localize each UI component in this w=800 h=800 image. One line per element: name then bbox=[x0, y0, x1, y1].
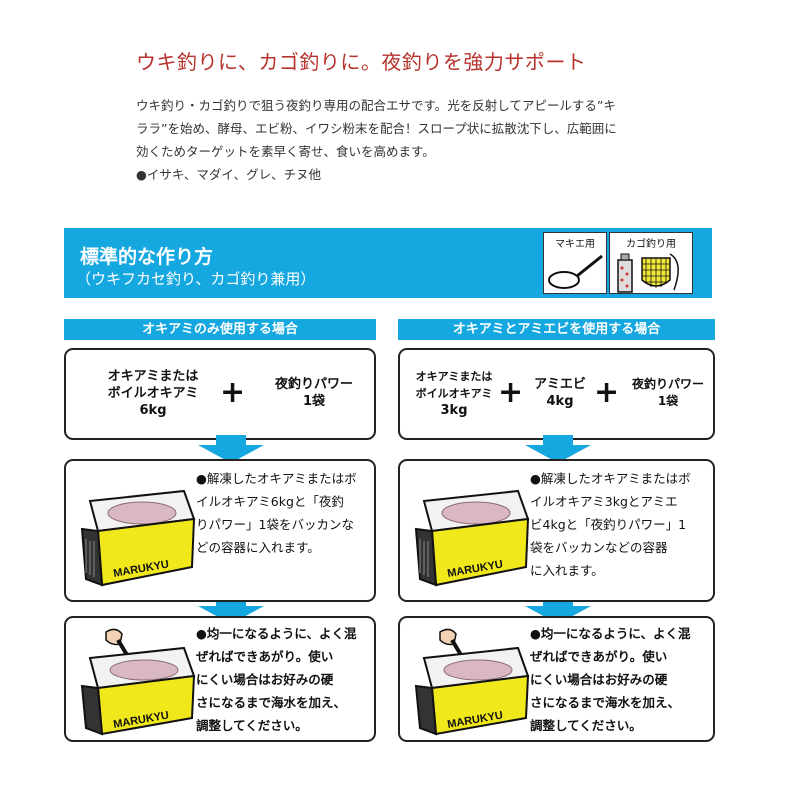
right-step1-text: ●解凍したオキアミまたはボ イルオキアミ3kgとアミエ ビ4kgと「夜釣りパワー… bbox=[530, 471, 691, 578]
left-step2-text: ●均一になるように、よく混 ぜればできあがり。使い にくい場合はお好みの硬 さに… bbox=[196, 626, 357, 733]
ladle-icon bbox=[548, 254, 603, 289]
down-arrow-icon bbox=[525, 596, 591, 624]
right-column-header: オキアミとアミエビを使用する場合 bbox=[398, 319, 715, 340]
left-column-header: オキアミのみ使用する場合 bbox=[64, 319, 376, 340]
banner-subtitle: （ウキフカセ釣り、カゴ釣り兼用） bbox=[76, 270, 316, 288]
description-line: ウキ釣り・カゴ釣りで狙う夜釣り専用の配合エサです。光を反射してアピールする”キ bbox=[136, 98, 616, 113]
right-formula-item1: オキアミまたは ボイルオキアミ 3kg bbox=[415, 370, 493, 418]
right-step2-box: MARUKYU ●均一になるように、よく混 ぜればできあがり。使い にくい場合は… bbox=[398, 616, 715, 742]
left-formula-item2: 夜釣りパワー 1袋 bbox=[274, 377, 353, 409]
makie-usage-label: マキエ用 bbox=[555, 239, 595, 250]
feeder-basket-icon bbox=[617, 253, 679, 293]
right-step1-box: MARUKYU ●解凍したオキアミまたはボ イルオキアミ3kgとアミエ ビ4kg… bbox=[398, 459, 715, 602]
banner-title: 標準的な作り方 bbox=[80, 246, 214, 268]
left-step1-text: ●解凍したオキアミまたはボ イルオキアミ6kgと「夜釣 りパワー」1袋をバッカン… bbox=[196, 471, 357, 555]
plus-sign: + bbox=[594, 375, 620, 410]
down-arrow-icon bbox=[198, 596, 264, 624]
description-line: ララ”を始め、酵母、エビ粉、イワシ粉末を配合！スロープ状に拡散沈下し、広範囲に bbox=[136, 121, 617, 136]
left-step1-box: MARUKYU ●解凍したオキアミまたはボ イルオキアミ6kgと「夜釣 りパワー… bbox=[64, 459, 376, 602]
right-formula-box: オキアミまたは ボイルオキアミ 3kg + アミエビ 4kg + 夜釣りパワー … bbox=[398, 348, 715, 440]
right-formula-item3: 夜釣りパワー 1袋 bbox=[631, 377, 704, 408]
headline: ウキ釣りに、カゴ釣りに。夜釣りを強力サポート bbox=[136, 50, 587, 74]
target-fish-line: ●イサキ、マダイ、グレ、チヌ他 bbox=[136, 167, 322, 182]
plus-sign: + bbox=[498, 375, 524, 410]
kago-usage-box: カゴ釣り用 bbox=[609, 232, 693, 294]
mixing-bucket-icon: MARUKYU bbox=[414, 628, 530, 736]
plus-sign: + bbox=[220, 375, 246, 410]
product-description: ウキ釣り・カゴ釣りで狙う夜釣り専用の配合エサです。光を反射してアピールする”キ … bbox=[136, 94, 656, 186]
mixing-bucket-icon: MARUKYU bbox=[80, 628, 196, 736]
kago-usage-label: カゴ釣り用 bbox=[626, 239, 676, 250]
bucket-icon: MARUKYU bbox=[414, 489, 530, 587]
down-arrow-icon bbox=[198, 435, 264, 463]
right-step2-text: ●均一になるように、よく混 ぜればできあがり。使い にくい場合はお好みの硬 さに… bbox=[530, 626, 691, 733]
usage-icons: マキエ用 カゴ釣り用 bbox=[543, 232, 693, 294]
right-formula-item2: アミエビ 4kg bbox=[534, 377, 586, 409]
left-formula-box: オキアミまたは ボイルオキアミ 6kg + 夜釣りパワー 1袋 bbox=[64, 348, 376, 440]
left-step2-box: MARUKYU ●均一になるように、よく混 ぜればできあがり。使い にくい場合は… bbox=[64, 616, 376, 742]
makie-usage-box: マキエ用 bbox=[543, 232, 607, 294]
down-arrow-icon bbox=[525, 435, 591, 463]
description-line: 効くためターゲットを素早く寄せ、食いを高めます。 bbox=[136, 144, 435, 159]
bucket-icon: MARUKYU bbox=[80, 489, 196, 587]
left-formula-item1: オキアミまたは ボイルオキアミ 6kg bbox=[107, 369, 199, 418]
